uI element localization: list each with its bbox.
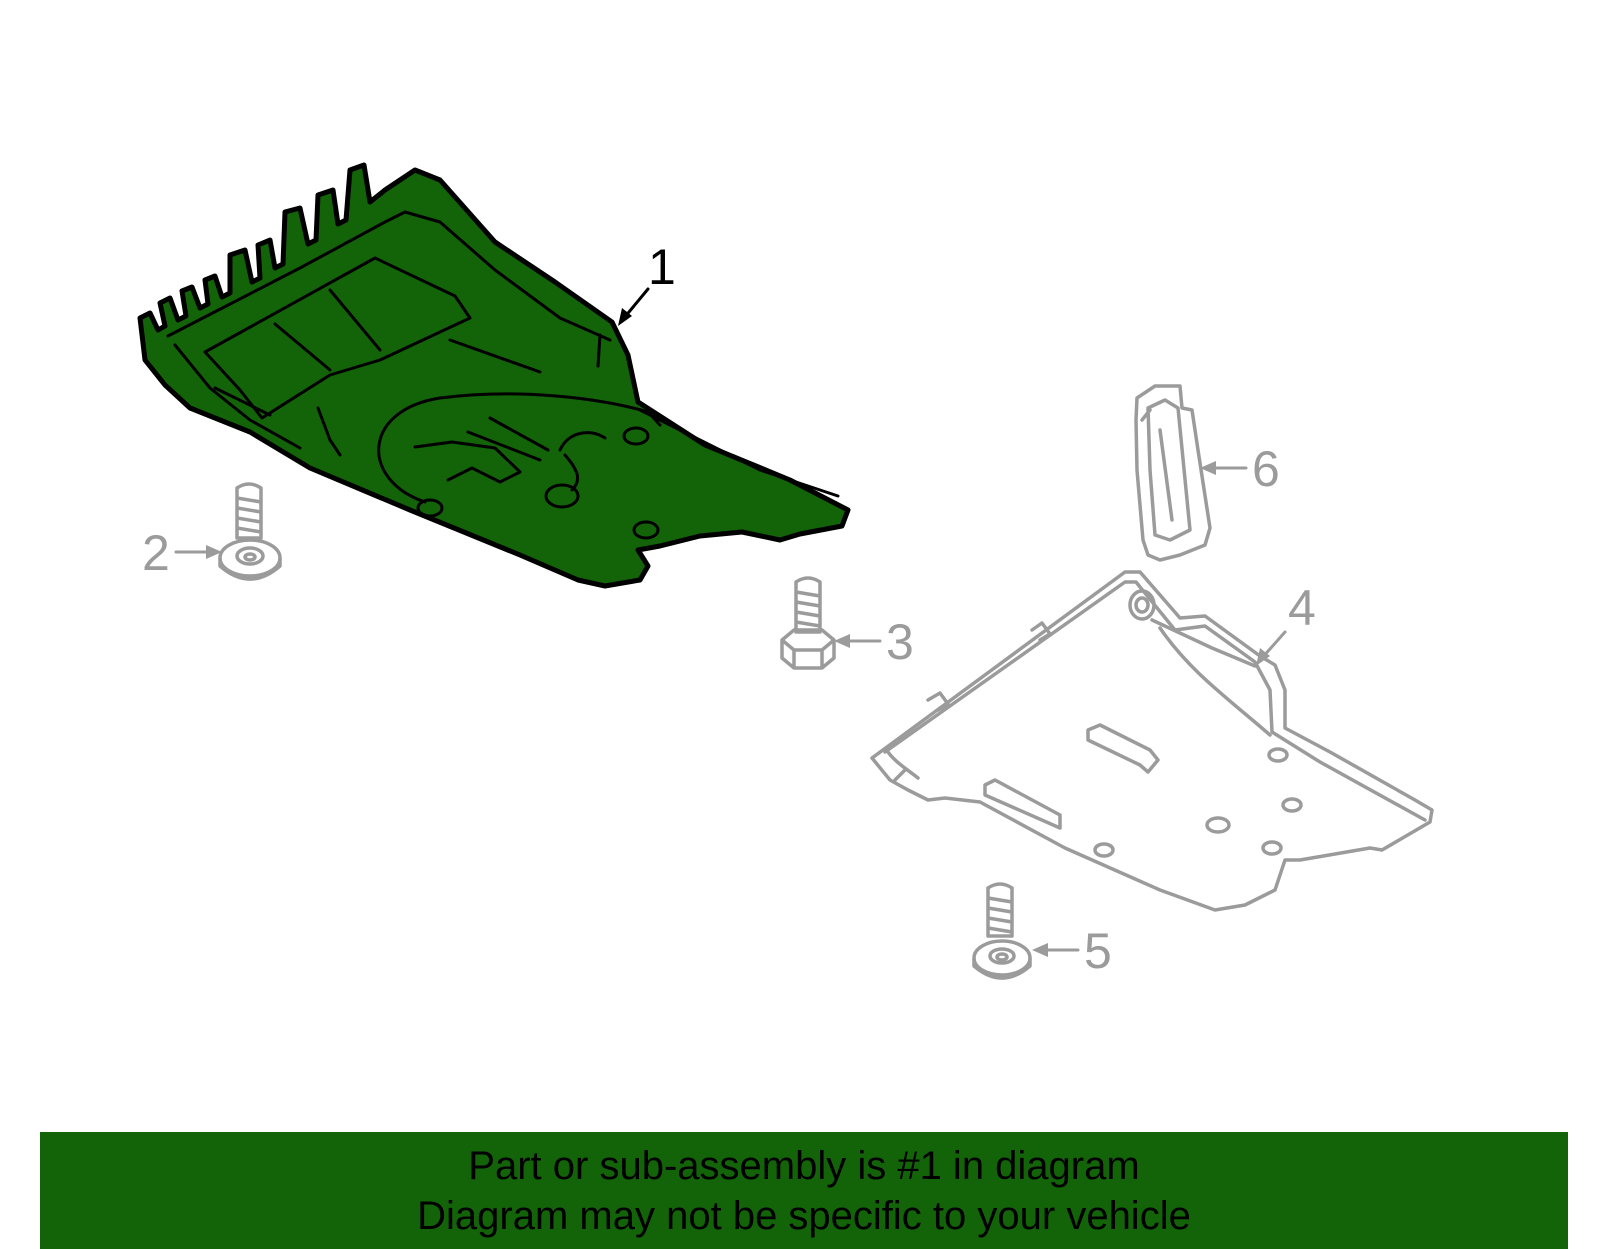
part-6-bracket[interactable] xyxy=(1134,384,1212,562)
callout-1[interactable]: 1 xyxy=(648,239,676,295)
part-1-splash-shield[interactable] xyxy=(137,162,851,589)
arrow-2 xyxy=(174,545,222,559)
part-4-outline xyxy=(870,570,1434,912)
leader-arrows xyxy=(174,287,1287,957)
part-4-inner-rim xyxy=(883,580,1427,822)
arrow-4 xyxy=(1256,630,1287,666)
banner-line-1: Part or sub-assembly is #1 in diagram xyxy=(468,1143,1140,1188)
callout-2[interactable]: 2 xyxy=(142,525,170,581)
part-3-hex-bolt[interactable] xyxy=(780,576,836,670)
arrow-3 xyxy=(834,634,882,648)
info-banner: Part or sub-assembly is #1 in diagram Di… xyxy=(40,1132,1568,1249)
banner-line-2: Diagram may not be specific to your vehi… xyxy=(417,1193,1191,1238)
part-5-bolt[interactable] xyxy=(972,882,1032,980)
part-1-outline xyxy=(137,162,851,589)
callout-4[interactable]: 4 xyxy=(1288,580,1316,636)
arrow-6 xyxy=(1200,461,1248,475)
callout-5[interactable]: 5 xyxy=(1084,923,1112,979)
callout-6[interactable]: 6 xyxy=(1252,441,1280,497)
part-6-outline xyxy=(1134,384,1212,562)
callout-3[interactable]: 3 xyxy=(886,614,914,670)
arrow-5 xyxy=(1032,943,1080,957)
part-1-holes xyxy=(416,426,660,540)
part-4-lower-shield[interactable] xyxy=(870,570,1434,912)
arrow-1 xyxy=(618,287,650,326)
part-2-bolt[interactable] xyxy=(218,482,282,581)
